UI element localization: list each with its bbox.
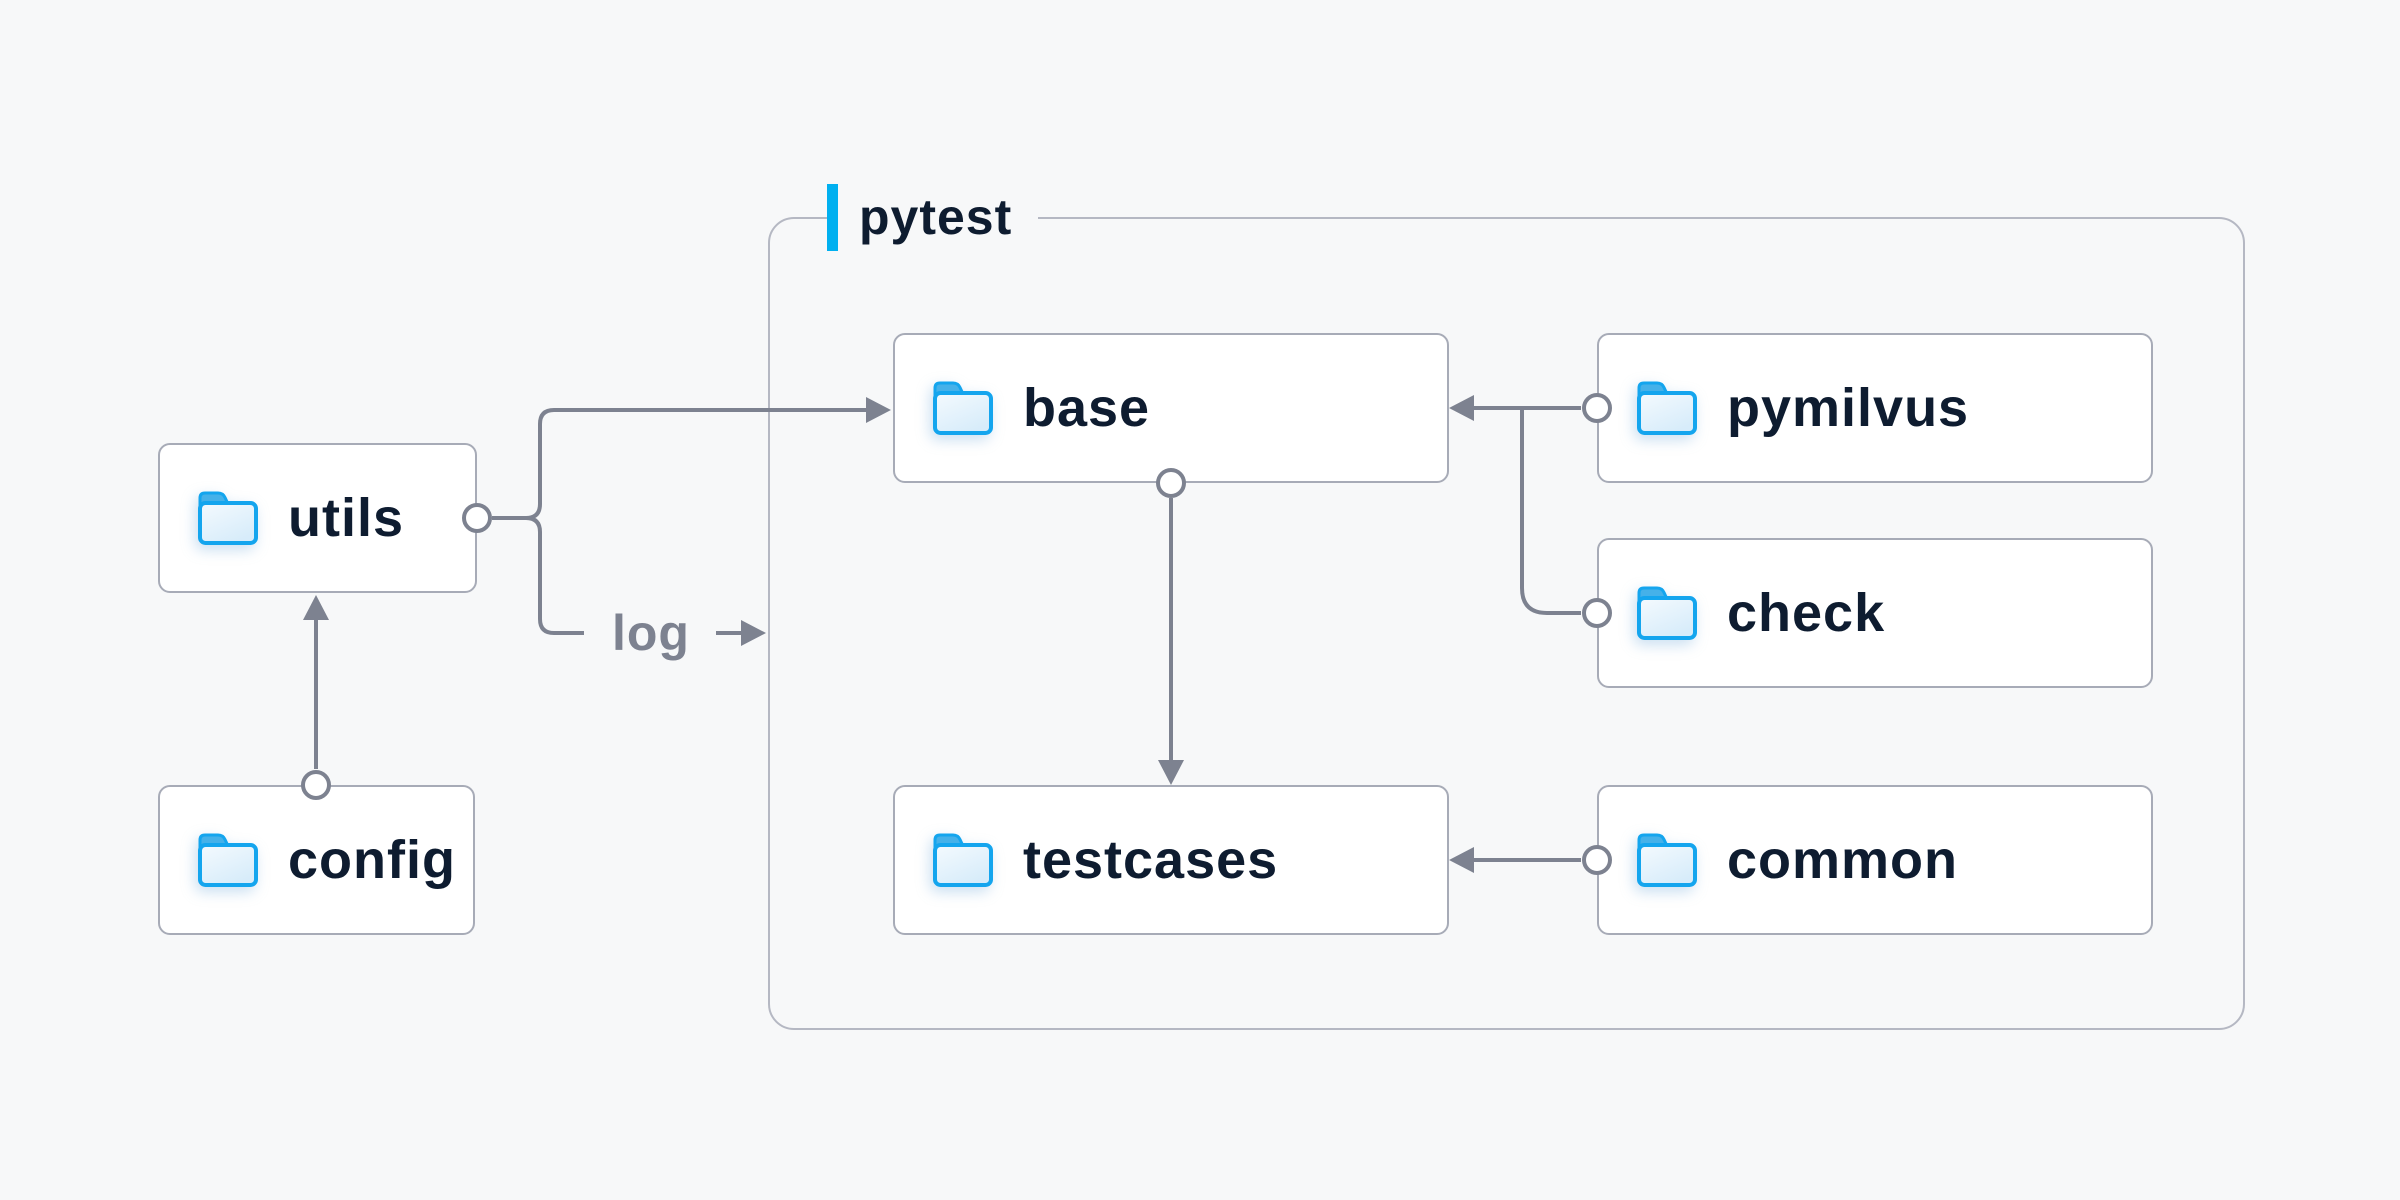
node-label: testcases [1023, 830, 1279, 890]
node-base: base [893, 333, 1449, 483]
folder-icon [1637, 586, 1697, 640]
folder-icon [1637, 833, 1697, 887]
node-utils: utils [158, 443, 477, 593]
node-label: config [288, 830, 456, 890]
folder-icon [933, 381, 993, 435]
node-label: check [1727, 583, 1886, 643]
node-testcases: testcases [893, 785, 1449, 935]
edge-utils-log [525, 516, 584, 635]
arrowhead-log [741, 620, 766, 646]
node-common: common [1597, 785, 2153, 935]
node-label: base [1023, 378, 1151, 438]
edge-label-log: log [612, 605, 690, 661]
node-label: common [1727, 830, 1959, 890]
folder-icon [933, 833, 993, 887]
folder-icon [1637, 381, 1697, 435]
arrowhead-into-utils [303, 595, 329, 620]
folder-icon [198, 833, 258, 887]
node-pymilvus: pymilvus [1597, 333, 2153, 483]
container-title: pytest [859, 189, 1013, 245]
pytest-container [768, 217, 2245, 1030]
pytest-container-label: pytest [827, 181, 1039, 253]
node-check: check [1597, 538, 2153, 688]
node-config: config [158, 785, 475, 935]
node-label: pymilvus [1727, 378, 1970, 438]
folder-icon [198, 491, 258, 545]
accent-bar [827, 183, 838, 251]
node-label: utils [288, 488, 405, 548]
